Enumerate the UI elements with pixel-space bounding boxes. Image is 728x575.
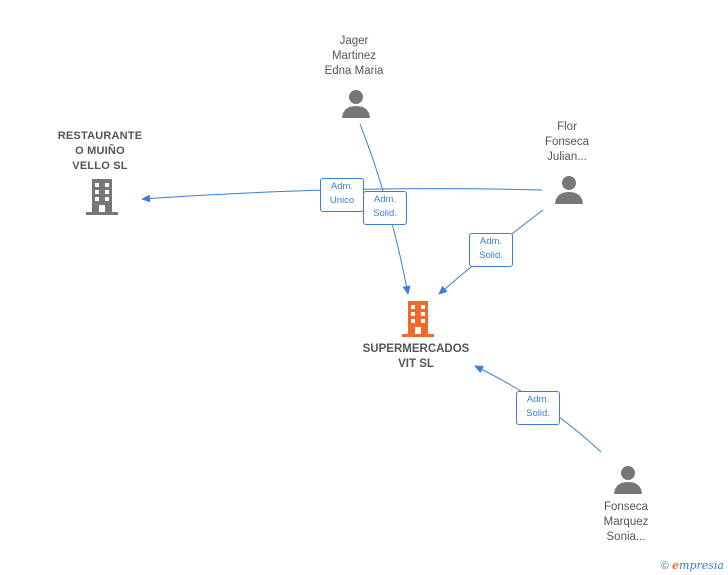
badge-line: Adm. (479, 236, 503, 247)
building-icon[interactable] (86, 179, 118, 215)
building-icon-main[interactable] (402, 301, 434, 337)
person-label-flor: Flor Fonseca Julian... (517, 120, 617, 165)
label-line: Fonseca (544, 136, 590, 148)
person-label-jager: Jager Martinez Edna Maria (304, 34, 404, 79)
person-icon[interactable] (554, 174, 584, 204)
person-icon[interactable] (613, 464, 643, 494)
edge-badge-flor-solid[interactable]: Adm. Solid. (469, 233, 513, 267)
label-line: Julian... (547, 151, 587, 163)
label-line: Fonseca (603, 501, 649, 513)
edge-badge-adm-unico[interactable]: Adm. Unico (320, 178, 364, 212)
company-label-restaurante: RESTAURANTE O MUIÑO VELLO SL (40, 129, 160, 174)
brand-logo-letter: e (672, 559, 680, 572)
brand-name: mpresia (679, 559, 724, 572)
person-icon[interactable] (341, 88, 371, 118)
label-line: VELLO SL (72, 160, 128, 172)
badge-line: Adm. (373, 194, 397, 205)
badge-line: Solid. (526, 408, 550, 419)
edge-badge-sonia-solid[interactable]: Adm. Solid. (516, 391, 560, 425)
label-line: Jager (339, 35, 369, 47)
copyright-symbol: © (660, 560, 670, 572)
label-line: RESTAURANTE (57, 130, 143, 142)
badge-line: Unico (329, 195, 355, 206)
edge-badge-jager-solid[interactable]: Adm. Solid. (363, 191, 407, 225)
label-line: VIT SL (398, 358, 434, 370)
brand-footer: ©empresia (661, 559, 724, 572)
label-line: Marquez (603, 516, 649, 528)
label-line: Sonia... (606, 531, 646, 543)
label-line: O MUIÑO (75, 145, 125, 157)
badge-line: Adm. (526, 394, 550, 405)
person-label-fonseca-marquez: Fonseca Marquez Sonia... (576, 500, 676, 545)
label-line: Flor (557, 121, 577, 133)
badge-line: Adm. (330, 181, 354, 192)
badge-line: Solid. (373, 208, 397, 219)
label-line: SUPERMERCADOS (362, 343, 470, 355)
label-line: Edna Maria (324, 65, 384, 77)
label-line: Martinez (331, 50, 377, 62)
company-label-supermercados: SUPERMERCADOS VIT SL (346, 342, 486, 372)
badge-line: Solid. (479, 250, 503, 261)
